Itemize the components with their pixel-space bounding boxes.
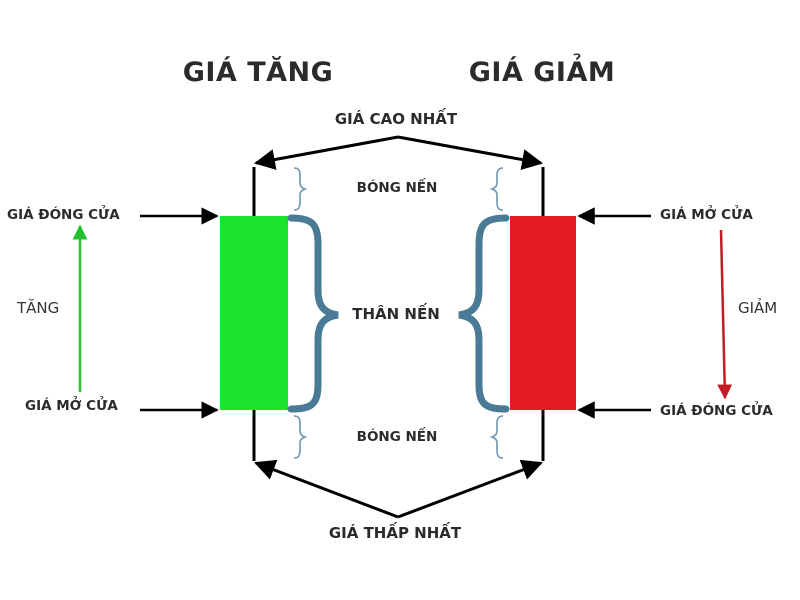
fall-title: GIÁ GIẢM [468, 57, 616, 88]
upper-shadow-label: BÓNG NẾN [356, 180, 438, 196]
left-close-price-label: GIÁ ĐÓNG CỬA [7, 207, 120, 223]
right-close-price-label: GIÁ ĐÓNG CỬA [660, 403, 773, 419]
shadow-brace-top-left [293, 167, 308, 211]
low-price-label: GIÁ THẤP NHẤT [328, 524, 462, 542]
right-open-price-label: GIÁ MỞ CỬA [660, 207, 753, 223]
lower-shadow-label: BÓNG NẾN [356, 429, 438, 445]
low-arrow-right [397, 459, 543, 519]
high-arrow-left [253, 135, 399, 170]
shadow-brace-bottom-left [293, 415, 308, 459]
left-open-price-label: GIÁ MỞ CỬA [25, 398, 118, 414]
high-arrow-right [397, 135, 544, 170]
candle-body-label: THÂN NẾN [352, 305, 440, 323]
low-arrow-left [254, 459, 399, 519]
fall-direction-label: GIẢM [738, 299, 778, 317]
high-price-label: GIÁ CAO NHẤT [334, 110, 458, 128]
body-brace-left [287, 214, 339, 413]
body-brace-right [458, 214, 510, 413]
rise-title: GIÁ TĂNG [182, 57, 334, 88]
fall-arrow [717, 229, 733, 400]
rise-direction-label: TĂNG [17, 299, 60, 317]
shadow-brace-bottom-right [489, 415, 504, 459]
bearish-candle-body [510, 216, 576, 410]
shadow-brace-top-right [489, 167, 504, 211]
bullish-candle-body [220, 216, 288, 410]
